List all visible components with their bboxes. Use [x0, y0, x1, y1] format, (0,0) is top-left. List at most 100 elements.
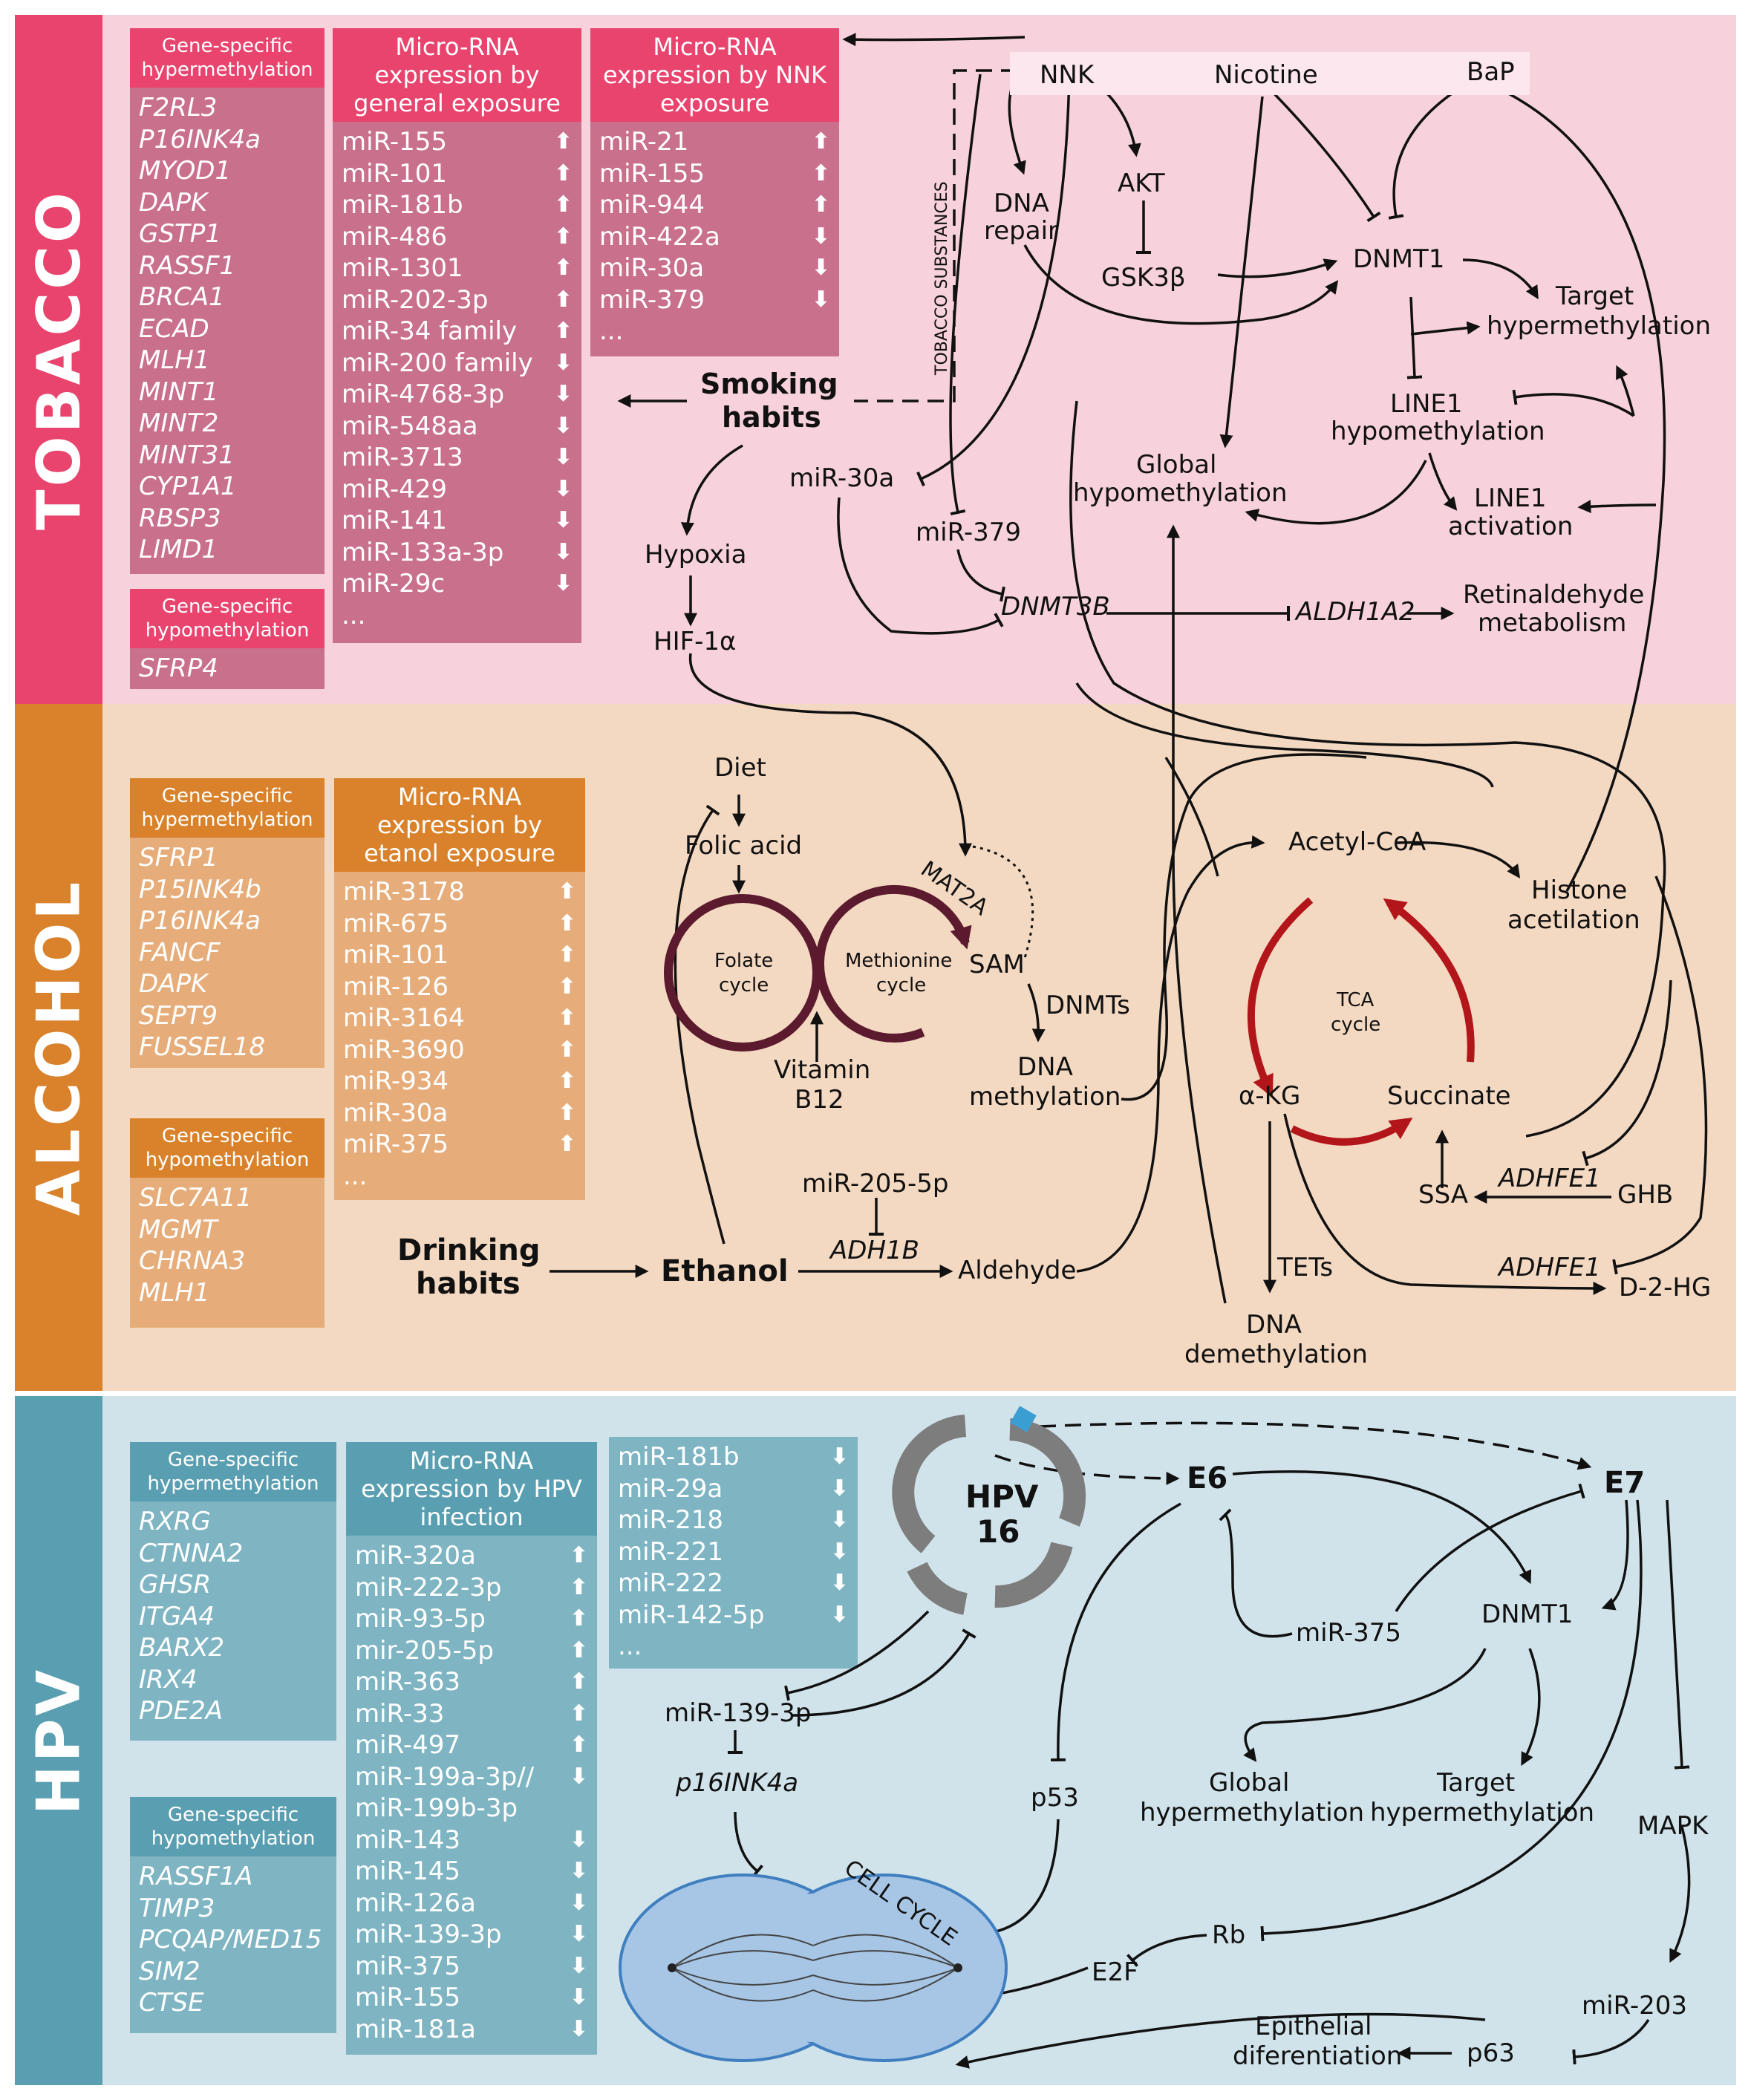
edge-mapk-to-mir203	[1669, 1826, 1691, 1963]
node-smoking-2: habits	[722, 401, 821, 434]
arrow-down-icon: ⬇	[569, 1826, 588, 1853]
edge-dnmt1-to-target	[1462, 258, 1539, 300]
gene-item: SFRP4	[139, 653, 218, 683]
arrow-up-icon: ⬆	[557, 1099, 576, 1126]
node-mapk: MAPK	[1637, 1811, 1709, 1841]
mirna-name: miR-486	[342, 221, 447, 252]
mirna-name: miR-221	[618, 1536, 723, 1567]
mirna-name: miR-181b	[342, 190, 463, 220]
arrow-up-icon: ⬆	[557, 878, 576, 904]
node-dna-meth-2: methylation	[969, 1082, 1121, 1112]
arrow-down-icon: ⬇	[569, 1858, 588, 1884]
node-d2hg: D-2-HG	[1619, 1273, 1711, 1302]
mirna-item: miR-181b⬇	[609, 1441, 858, 1473]
mirna-name: miR-548aa	[342, 411, 478, 441]
edge-nicotine-inhibits-dnmt1	[1261, 80, 1381, 223]
edge-p16-inhibits-cellcycle	[734, 1811, 763, 1878]
mirna-item: miR-320a⬆	[346, 1540, 597, 1572]
mirna-name: miR-379	[599, 284, 705, 315]
edge-nicotine-to-global-hypo	[1219, 96, 1264, 449]
gene-item: GHSR	[139, 1570, 212, 1600]
mirna-name: miR-4768-3p	[342, 379, 505, 409]
gene-item: P16INK4a	[139, 906, 261, 936]
edge-smoking-to-hypoxia	[680, 444, 743, 536]
edge-ethanol-inhibits-diet	[674, 804, 725, 1245]
arrow-down-icon: ⬇	[553, 570, 573, 596]
mirna-name: miR-202-3p	[342, 284, 489, 315]
node-rb: Rb	[1212, 1920, 1245, 1950]
arrow-up-icon: ⬆	[811, 192, 830, 218]
mirna-item: miR-155⬆	[590, 158, 839, 190]
node-folic: Folic acid	[685, 831, 802, 861]
edge-bap-long	[1499, 88, 1666, 892]
mirna-item: miR-126a⬇	[346, 1888, 597, 1920]
node-vitb12-2: B12	[795, 1085, 844, 1115]
edge-globalhypo-dnmt3b-link	[1164, 757, 1219, 877]
arrow-down-icon: ⬇	[829, 1475, 849, 1501]
mirna-item: miR-29c⬇	[333, 568, 581, 600]
node-dna-meth-1: DNA	[1017, 1052, 1073, 1082]
tca-arc-bottom	[1290, 1118, 1413, 1146]
tca-arc-left	[1248, 897, 1314, 1098]
node-dna-demeth-2: demethylation	[1184, 1340, 1368, 1369]
mirna-name: miR-429	[342, 474, 447, 504]
mirna-name: miR-126a	[355, 1888, 476, 1918]
mirna-item: ...	[333, 600, 581, 632]
node-e2f: E2F	[1092, 1957, 1138, 1987]
mirna-name: miR-30a	[599, 253, 705, 283]
mirna-list: miR-181b⬇miR-29a⬇miR-218⬇miR-221⬇miR-222…	[609, 1437, 858, 1663]
edge-e7-inhibits-rb	[1260, 1499, 1643, 1942]
gene-item: CTSE	[139, 1988, 204, 2018]
node-smoking-1: Smoking	[700, 368, 838, 400]
mirna-item: miR-3713⬇	[333, 442, 581, 474]
edge-mir379-inhibits-dnmt3b	[956, 549, 1005, 602]
node-target-hyper2-2: hypermethylation	[1370, 1798, 1594, 1827]
edge-dnadem-up	[1167, 524, 1227, 1304]
tca-arc-right	[1383, 898, 1475, 1063]
gene-item: TIMP3	[139, 1893, 215, 1923]
arrow-up-icon: ⬆	[557, 1068, 576, 1094]
mirna-item: miR-486⬆	[333, 221, 581, 253]
arrow-up-icon: ⬆	[569, 1732, 588, 1758]
node-adhfe1-b: ADHFE1	[1497, 1253, 1601, 1282]
arrow-up-icon: ⬆	[557, 973, 576, 1000]
mirna-name: miR-1301	[342, 253, 463, 283]
node-global-hypo-2: hypomethylation	[1073, 478, 1288, 508]
node-epith-2: diferentiation	[1233, 2041, 1402, 2071]
mirna-name: miR-375	[355, 1951, 460, 1981]
gene-item: MINT1	[139, 376, 219, 407]
node-global-hyper-1: Global	[1209, 1768, 1289, 1798]
mirna-name: miR-181b	[618, 1442, 740, 1472]
gene-item: SFRP1	[139, 843, 218, 873]
gene-item: MINT31	[139, 440, 235, 470]
mirna-item: miR-222⬇	[609, 1568, 858, 1600]
arrow-up-icon: ⬆	[569, 1700, 588, 1726]
mirna-name: miR-199a-3p//	[355, 1761, 535, 1792]
gene-item: CTNNA2	[139, 1538, 244, 1568]
mirna-item: miR-126⬆	[334, 971, 585, 1003]
gene-item: ITGA4	[139, 1601, 215, 1631]
gene-item: P16INK4a	[139, 124, 261, 154]
node-p63: p63	[1467, 2038, 1515, 2068]
mirna-item: miR-29a⬇	[609, 1473, 858, 1505]
node-ethanol: Ethanol	[661, 1254, 789, 1288]
mirna-item: ...	[334, 1161, 585, 1193]
gene-item: DAPK	[139, 969, 208, 999]
arrow-down-icon: ⬇	[811, 286, 830, 313]
arrow-up-icon: ⬆	[553, 160, 573, 186]
nnk-bar	[1010, 52, 1530, 95]
mirna-name: miR-33	[355, 1698, 445, 1729]
mirna-list: miR-155⬆miR-101⬆miR-181b⬆miR-486⬆miR-130…	[333, 122, 581, 631]
hpv-hyper-title: Gene-specific hypermethylation	[130, 1442, 336, 1501]
node-global-hyper-2: hypermethylation	[1140, 1798, 1364, 1827]
node-methionine-2: cycle	[876, 974, 926, 997]
arrow-down-icon: ⬇	[829, 1538, 849, 1565]
node-hpv16-1: HPV	[965, 1478, 1039, 1515]
edge-line1-to-globalhypo	[1245, 460, 1427, 525]
node-mir375: miR-375	[1296, 1618, 1401, 1648]
mirna-item: miR-199a-3p//⬇	[346, 1761, 597, 1793]
mirna-item: miR-422a⬇	[590, 221, 839, 253]
node-drinking-2: habits	[416, 1267, 521, 1301]
